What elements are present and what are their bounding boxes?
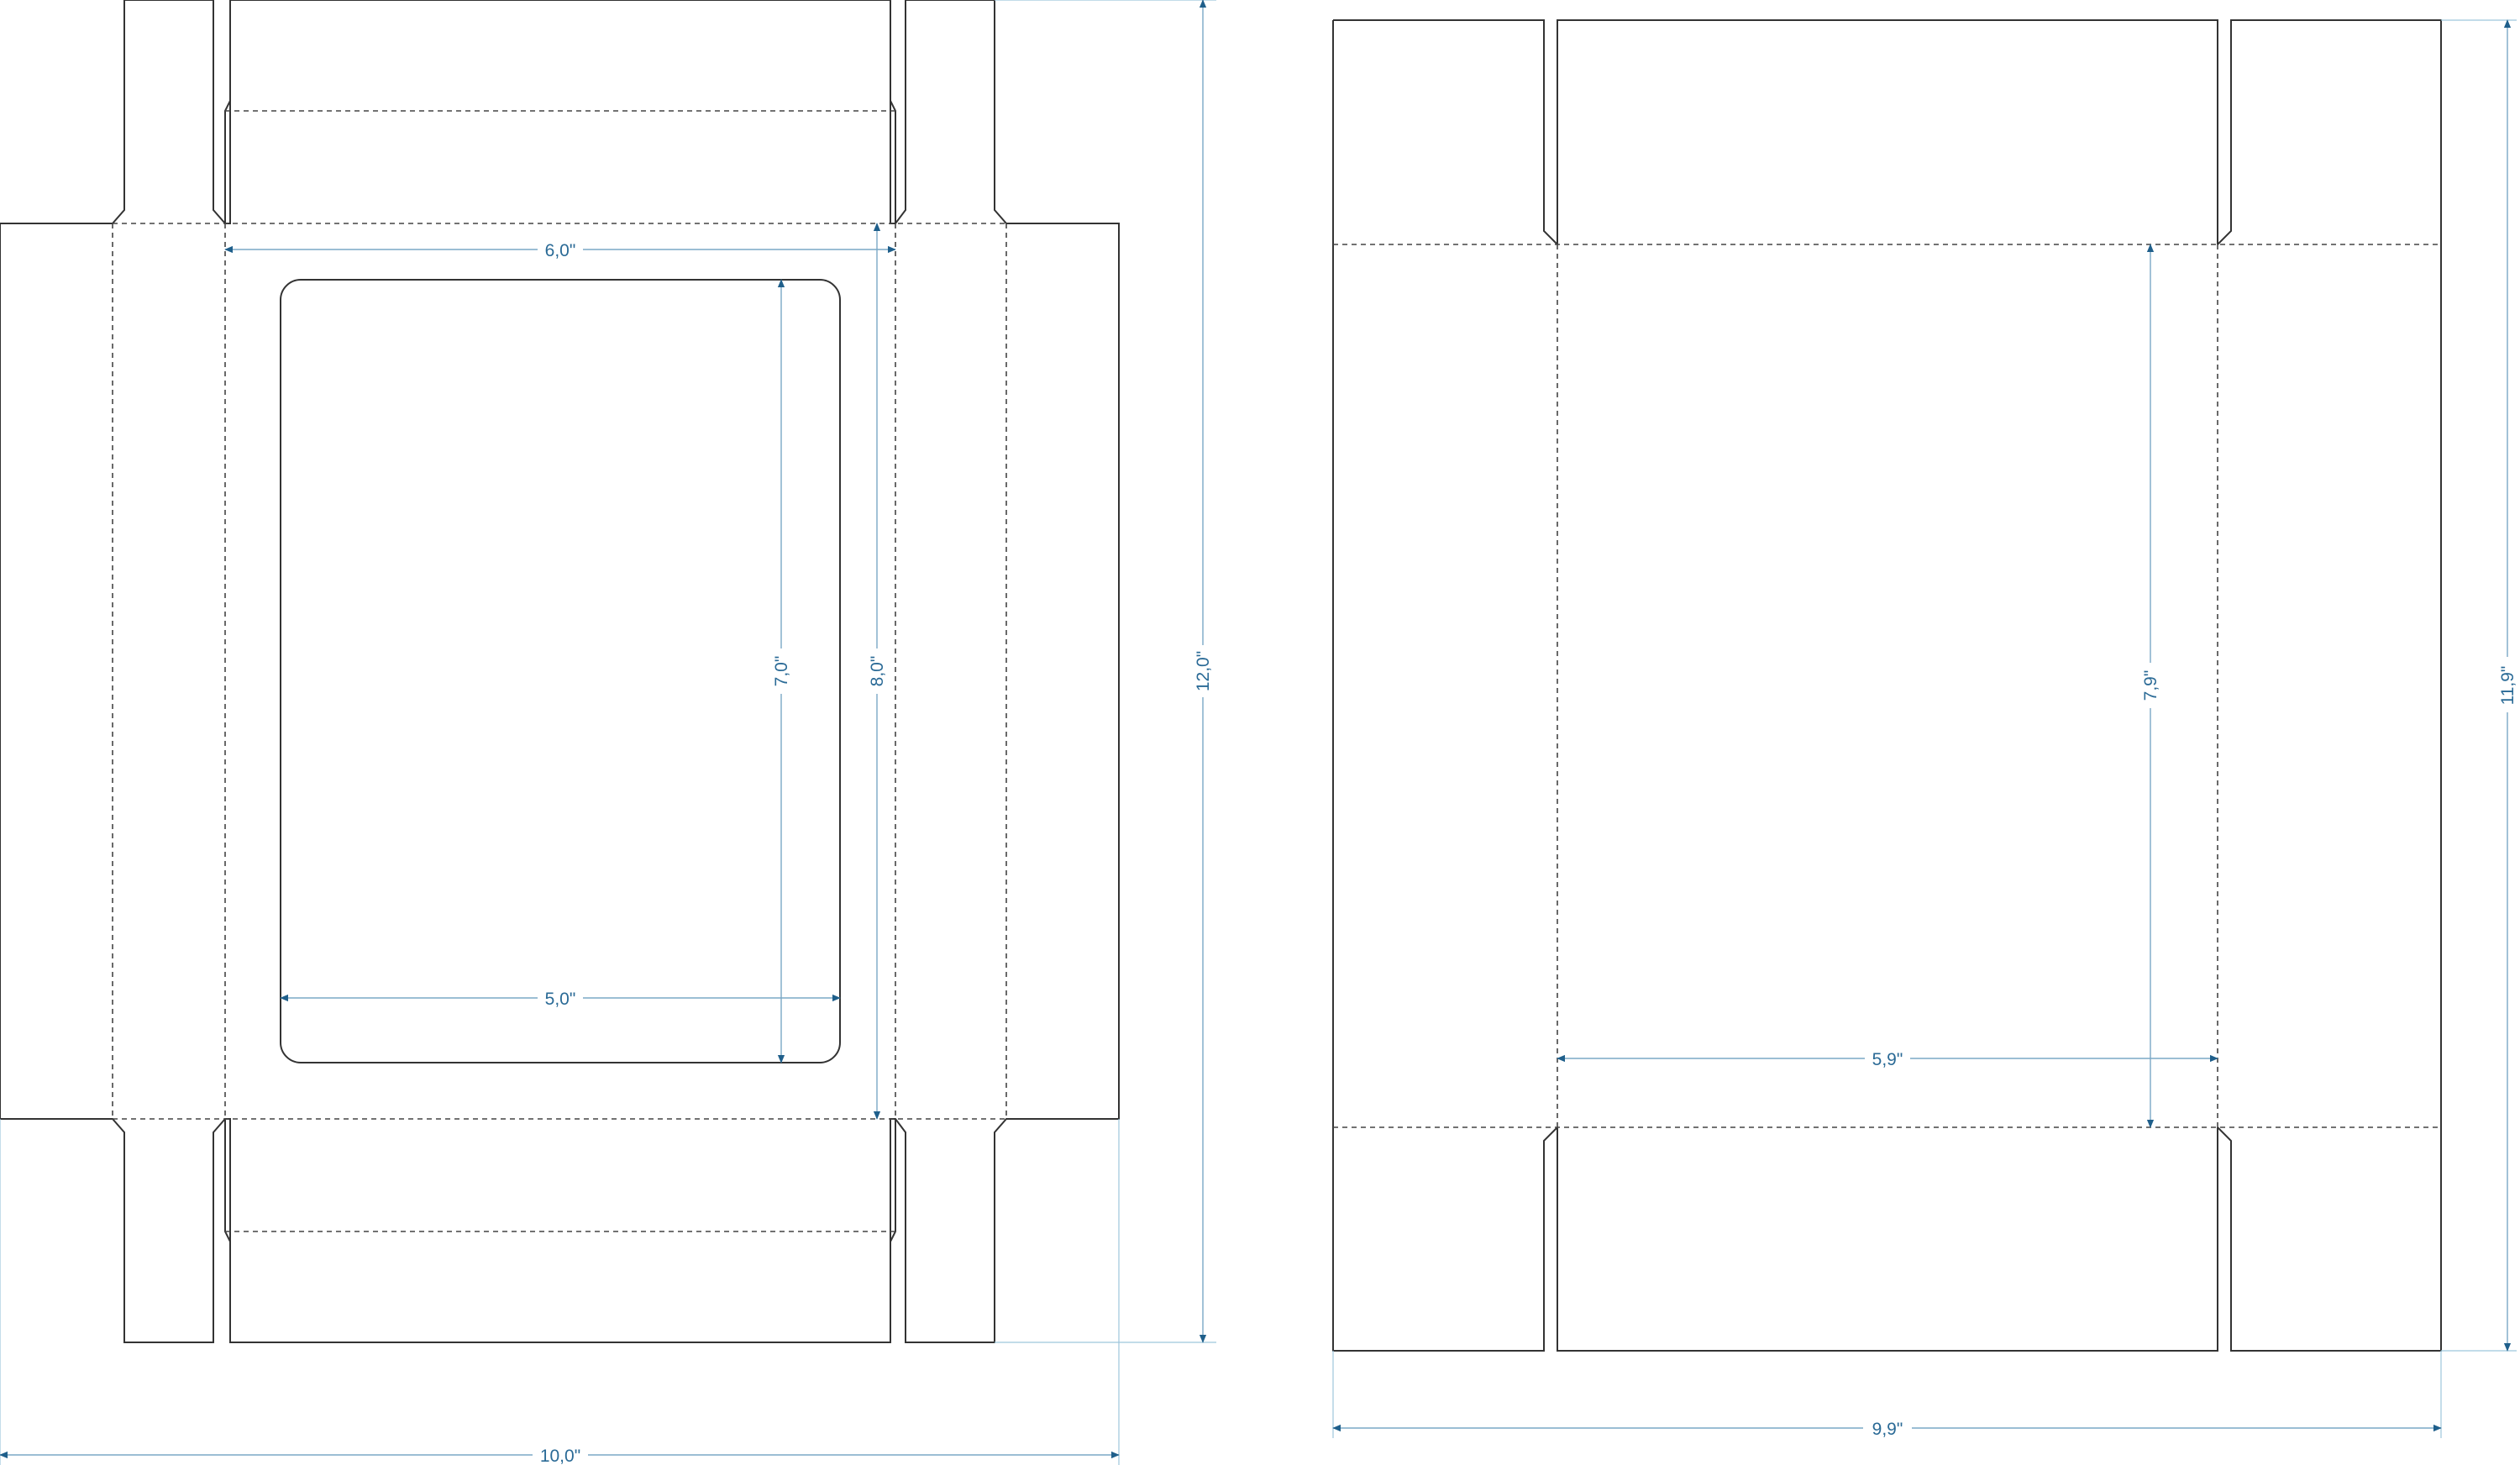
left-flap-notch-bottom: [224, 1119, 896, 1242]
right-total-height-label: 11,9": [2498, 666, 2517, 706]
total-width-label: 10,0": [540, 1447, 580, 1465]
right-fold-lines: [1333, 244, 2441, 1128]
panel-height-label: 8,0": [868, 656, 887, 687]
right-panel-height-label: 7,9": [2141, 670, 2160, 701]
left-flap-notch-top: [224, 100, 896, 223]
window-cutout: [280, 279, 841, 1063]
left-fold-lines: [112, 110, 1007, 1232]
panel-width-label: 6,0": [545, 241, 576, 260]
left-dimensions: 6,0" 5,0" 7,0" 8,0" 12,0" 10,0": [0, 0, 1216, 1465]
right-right-column: [2217, 19, 2442, 1352]
right-left-column: [1332, 244, 1558, 1352]
window-width-label: 5,0": [545, 990, 576, 1009]
total-height-label: 12,0": [1194, 651, 1213, 691]
right-total-width-label: 9,9": [1872, 1420, 1903, 1439]
right-template: [1332, 19, 2442, 1352]
right-panel-width-label: 5,9": [1872, 1050, 1903, 1069]
window-height-label: 7,0": [772, 656, 791, 687]
left-template: [0, 0, 1120, 1343]
left-outline-cut: [0, 0, 1120, 1343]
right-center-outline: [1557, 19, 2218, 1352]
right-dimensions: 5,9" 7,9" 11,9" 9,9": [1332, 19, 2519, 1440]
right-left-flap-top: [1332, 19, 1558, 245]
